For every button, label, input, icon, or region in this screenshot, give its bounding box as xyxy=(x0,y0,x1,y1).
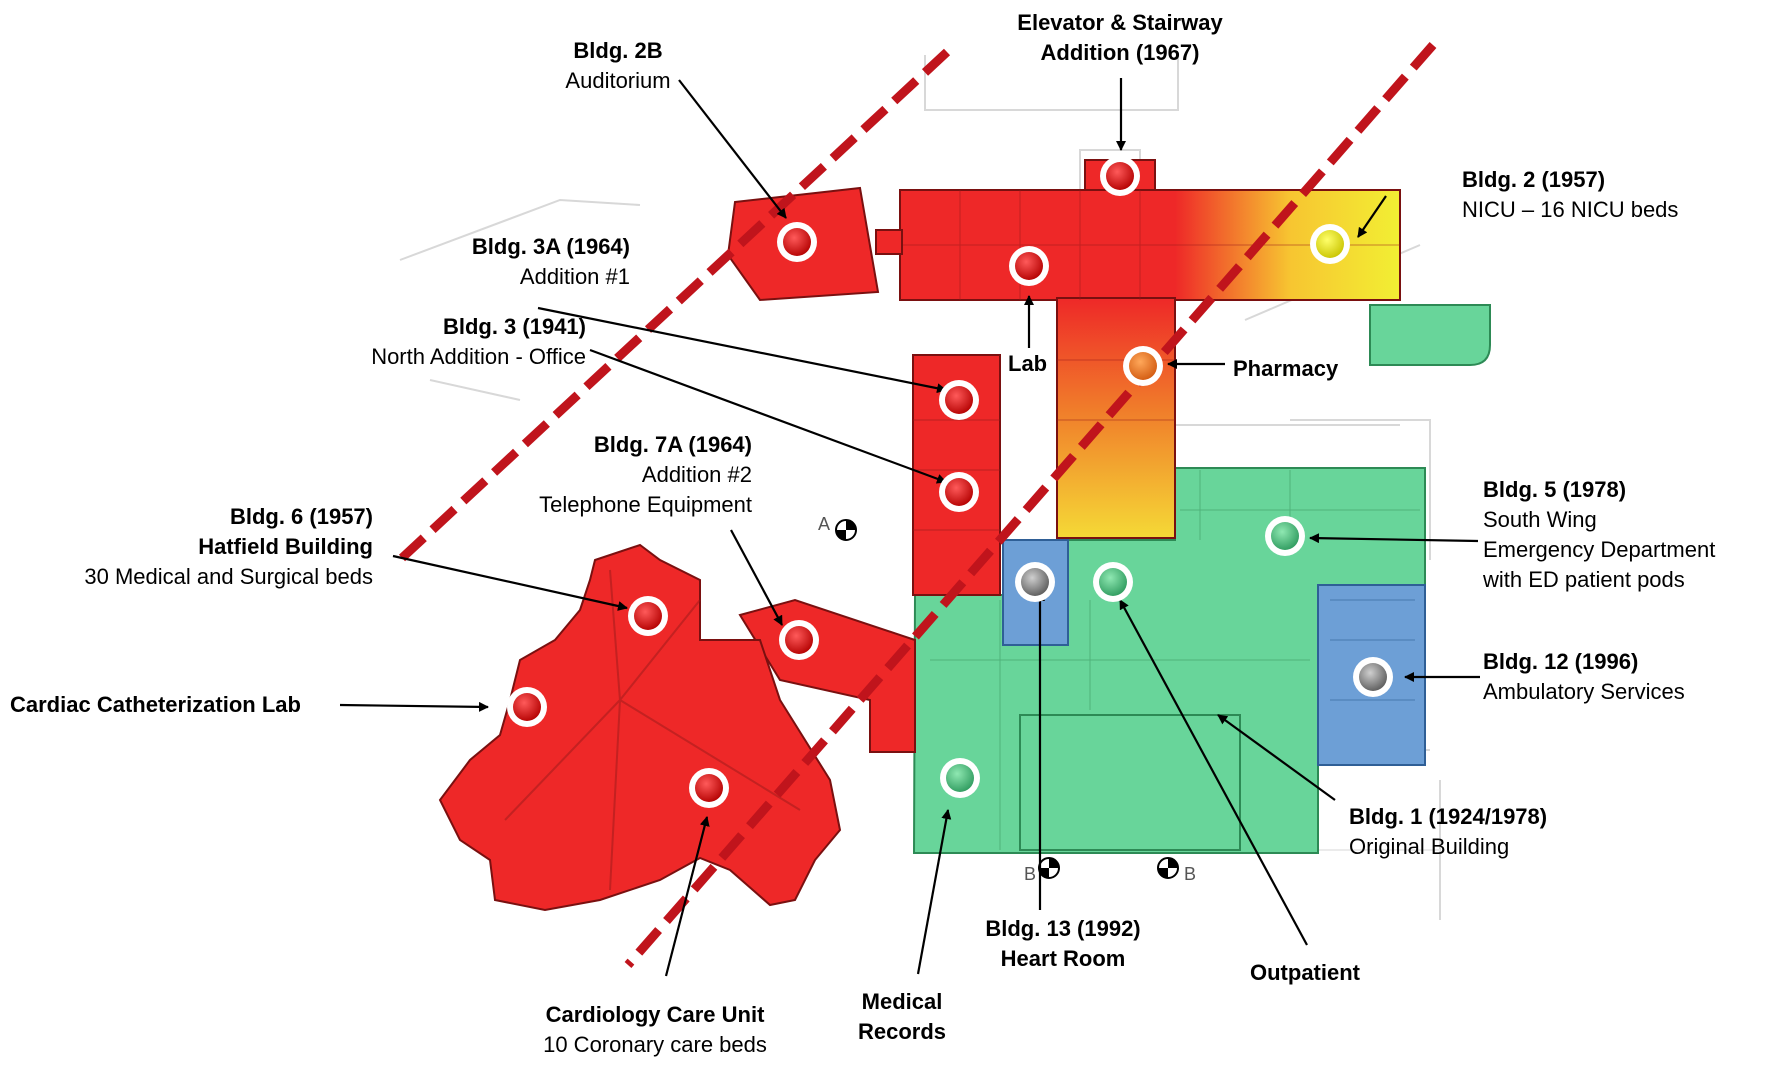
marker-bldg-3 xyxy=(939,472,979,512)
label-lab-title: Lab xyxy=(1008,351,1048,376)
building-markers xyxy=(507,156,1393,808)
label-bldg-12-title: Bldg. 12 (1996) xyxy=(1483,649,1639,674)
label-elevator-title: Elevator & Stairway xyxy=(1017,10,1223,35)
marker-cath-lab xyxy=(507,687,547,727)
label-bldg-5-sub2: Emergency Department xyxy=(1483,537,1716,562)
marker-lab xyxy=(1009,246,1049,286)
label-bldg-7a-sub2: Telephone Equipment xyxy=(539,492,752,517)
label-bldg-3a: Bldg. 3A (1964) Addition #1 xyxy=(400,232,630,292)
grid-label-b2: B xyxy=(1184,864,1196,884)
leader-arrows xyxy=(339,78,1480,977)
marker-records xyxy=(940,758,980,798)
marker-elevator xyxy=(1100,156,1140,196)
label-pharmacy-title: Pharmacy xyxy=(1233,356,1339,381)
label-bldg-1-sub: Original Building xyxy=(1349,834,1510,859)
demarcation-lines xyxy=(398,42,1437,968)
label-pharmacy: Pharmacy xyxy=(1233,354,1338,384)
marker-bldg-7a xyxy=(779,620,819,660)
label-bldg-13: Bldg. 13 (1992) Heart Room xyxy=(948,914,1178,974)
marker-bldg-12 xyxy=(1353,657,1393,697)
north-wing xyxy=(899,159,1401,539)
label-ccu: Cardiology Care Unit 10 Coronary care be… xyxy=(520,1000,790,1060)
grid-markers: A B B xyxy=(818,514,1196,884)
label-cath-lab-title: Cardiac Catheterization Lab xyxy=(10,692,301,717)
label-bldg-2: Bldg. 2 (1957) NICU – 16 NICU beds xyxy=(1462,165,1678,225)
label-bldg-6: Bldg. 6 (1957) Hatfield Building 30 Medi… xyxy=(20,502,373,592)
label-lab: Lab xyxy=(1008,349,1047,379)
label-bldg-6-title2: Hatfield Building xyxy=(198,534,373,559)
label-outpatient-title: Outpatient xyxy=(1250,960,1360,985)
label-bldg-7a: Bldg. 7A (1964) Addition #2 Telephone Eq… xyxy=(480,430,752,520)
label-outpatient: Outpatient xyxy=(1250,958,1360,988)
label-bldg-13-title2: Heart Room xyxy=(1000,946,1126,971)
label-bldg-3a-title: Bldg. 3A (1964) xyxy=(471,234,630,259)
grid-label-b1: B xyxy=(1024,864,1036,884)
label-ccu-title: Cardiology Care Unit xyxy=(545,1002,765,1027)
label-bldg-2-sub: NICU – 16 NICU beds xyxy=(1462,197,1679,222)
label-medical-records: Medical Records xyxy=(842,987,962,1047)
label-bldg-3-sub: North Addition - Office xyxy=(371,344,586,369)
label-bldg-2-title: Bldg. 2 (1957) xyxy=(1462,167,1606,192)
label-bldg-2b-sub: Auditorium xyxy=(565,68,671,93)
label-bldg-2b: Bldg. 2B Auditorium xyxy=(518,36,718,96)
bldg-6-hatfield xyxy=(438,543,842,912)
label-bldg-13-title: Bldg. 13 (1992) xyxy=(985,916,1141,941)
marker-bldg-2b xyxy=(777,222,817,262)
label-medical-records-title2: Records xyxy=(857,1019,947,1044)
label-bldg-2b-title: Bldg. 2B xyxy=(573,38,663,63)
label-bldg-5: Bldg. 5 (1978) South Wing Emergency Depa… xyxy=(1483,475,1715,595)
grid-label-a: A xyxy=(818,514,830,534)
label-bldg-12: Bldg. 12 (1996) Ambulatory Services xyxy=(1483,647,1685,707)
label-bldg-5-sub: South Wing xyxy=(1483,507,1597,532)
label-medical-records-title: Medical xyxy=(861,989,943,1014)
marker-ccu xyxy=(689,768,729,808)
label-bldg-3: Bldg. 3 (1941) North Addition - Office xyxy=(300,312,586,372)
label-bldg-7a-title: Bldg. 7A (1964) xyxy=(593,432,752,457)
marker-bldg-6 xyxy=(628,596,668,636)
label-bldg-3-title: Bldg. 3 (1941) xyxy=(442,314,586,339)
label-bldg-5-sub3: with ED patient pods xyxy=(1483,567,1685,592)
label-ccu-sub: 10 Coronary care beds xyxy=(543,1032,767,1057)
label-cath-lab: Cardiac Catheterization Lab xyxy=(10,690,301,720)
marker-outpatient xyxy=(1093,562,1133,602)
label-bldg-1: Bldg. 1 (1924/1978) Original Building xyxy=(1349,802,1547,862)
marker-bldg-13 xyxy=(1015,562,1055,602)
marker-pharmacy xyxy=(1123,346,1163,386)
label-bldg-3a-sub: Addition #1 xyxy=(519,264,630,289)
label-bldg-7a-sub: Addition #2 xyxy=(641,462,752,487)
label-bldg-6-title: Bldg. 6 (1957) xyxy=(229,504,373,529)
label-bldg-5-title: Bldg. 5 (1978) xyxy=(1483,477,1627,502)
marker-bldg-5 xyxy=(1265,516,1305,556)
marker-bldg-3a xyxy=(939,380,979,420)
label-bldg-1-title: Bldg. 1 (1924/1978) xyxy=(1349,804,1548,829)
label-elevator: Elevator & Stairway Addition (1967) xyxy=(990,8,1250,68)
label-bldg-6-sub: 30 Medical and Surgical beds xyxy=(84,564,373,589)
marker-bldg-2 xyxy=(1310,224,1350,264)
label-elevator-title2: Addition (1967) xyxy=(1040,40,1200,65)
label-bldg-12-sub: Ambulatory Services xyxy=(1483,679,1685,704)
